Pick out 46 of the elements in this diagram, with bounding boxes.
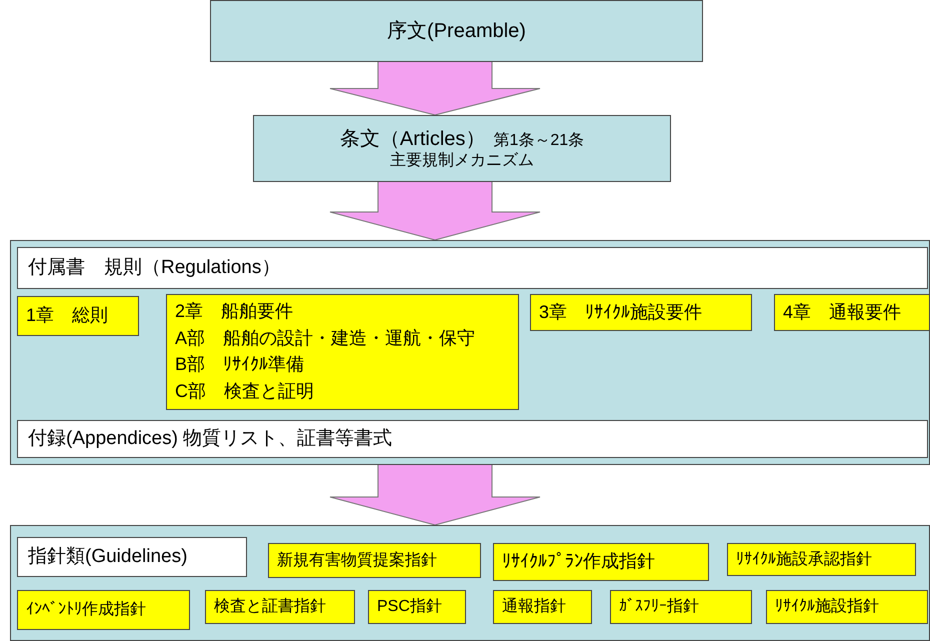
label-text: 序文(Preamble) [387,19,526,43]
title-bar [17,537,247,577]
label-text: ｶﾞｽﾌﾘｰ指針 [619,597,699,617]
item-box [727,543,916,576]
item-box [17,296,139,336]
articles-box [253,115,671,182]
label-text: ﾘｻｲｸﾙ施設指針 [775,597,879,617]
chapter-text: C部 検査と証明 [175,380,314,403]
block-arrow [330,62,540,116]
chapter-text: B部 ﾘｻｲｸﾙ準備 [175,354,304,376]
item-box [530,294,752,331]
subtitle-text: 主要規制メカニズム [390,150,534,170]
item-box [493,590,592,624]
block-arrow [330,182,540,241]
item-box [493,543,709,581]
title-bar [17,247,928,289]
section-title: 指針類(Guidelines) [28,546,188,568]
label-text: ｲﾝﾍﾞﾝﾄﾘ作成指針 [26,600,146,620]
chapter-text: 2章 船舶要件 [175,301,294,324]
section-title: 付録(Appendices) 物質リスト、証書等書式 [28,428,392,450]
label-text: 検査と証書指針 [214,597,326,617]
preamble-box [210,0,703,62]
block-arrow [330,464,540,526]
label-text: ﾘｻｲｸﾙﾌﾟﾗﾝ作成指針 [502,551,655,573]
section-title: 付属書 規則（Regulations） [28,256,280,280]
group-panel [10,240,930,465]
chapter-box [166,294,519,410]
group-panel [10,525,930,641]
label-text: 3章 ﾘｻｲｸﾙ施設要件 [539,302,702,324]
item-box [610,590,752,624]
article-range-text: 第1条～21条 [493,130,584,150]
chapter-text: A部 船舶の設計・建造・運航・保守 [175,328,476,350]
label-text: ﾘｻｲｸﾙ施設承認指針 [736,550,872,570]
label-text: PSC指針 [377,597,442,617]
label-text: 新規有害物質提案指針 [277,550,437,570]
item-box [774,294,930,331]
label-text: 4章 通報要件 [783,302,902,324]
item-box [205,590,355,624]
item-box [17,590,190,630]
label-text: 1章 総則 [26,305,108,327]
item-box [368,590,466,624]
heading-text: 条文（Articles） [340,126,486,151]
item-box [766,590,928,624]
title-bar [17,420,928,458]
label-text: 通報指針 [502,597,566,617]
item-box [268,543,481,578]
